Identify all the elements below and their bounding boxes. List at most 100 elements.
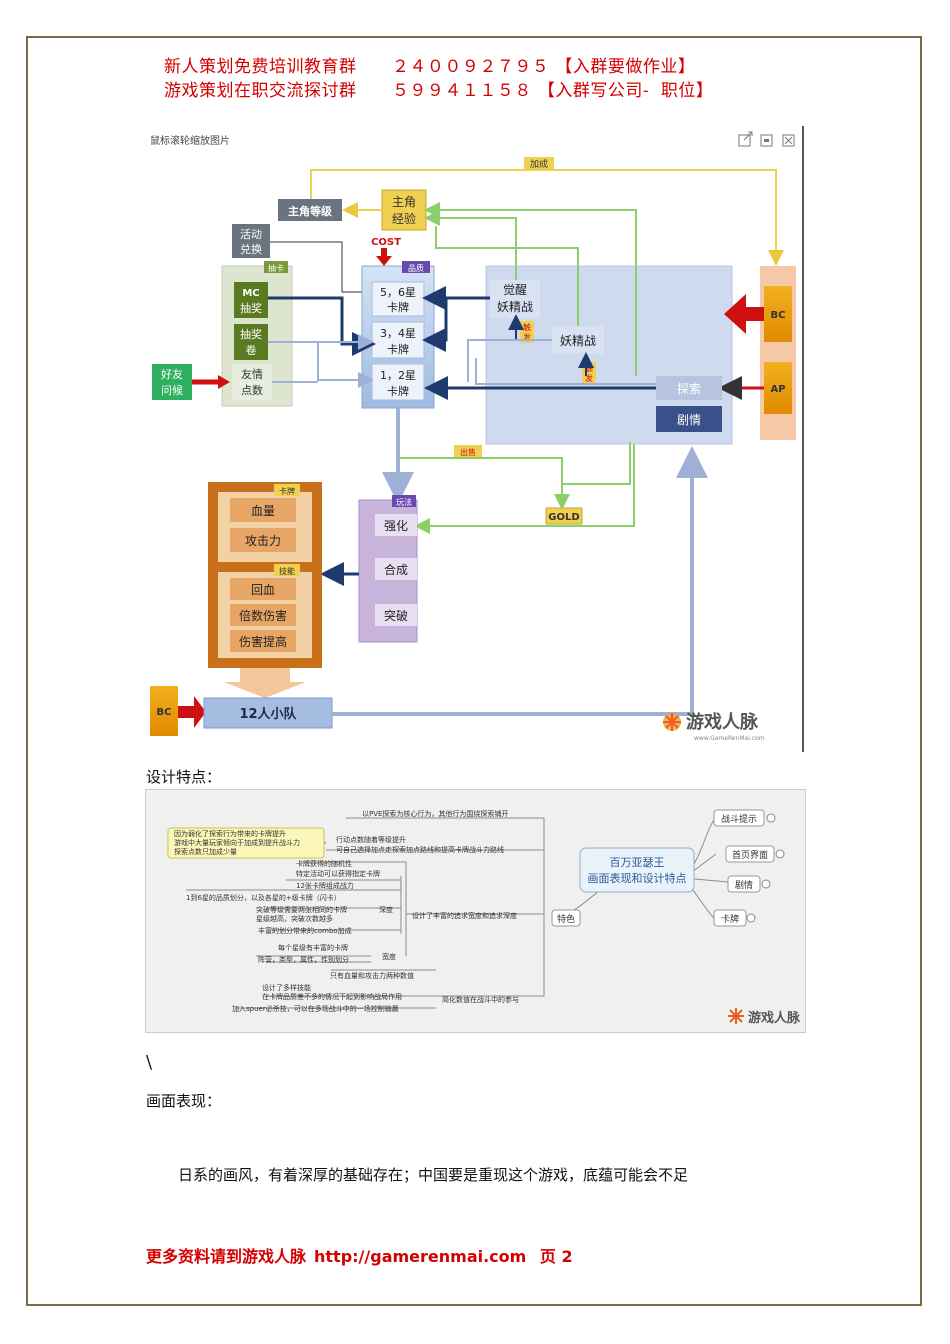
card-to-team-arrow xyxy=(224,668,306,698)
draw-ticket-box xyxy=(234,324,268,360)
story-label: 剧情 xyxy=(677,413,701,427)
dmg-up-box xyxy=(230,630,296,652)
node-battle-tips[interactable] xyxy=(713,809,765,827)
watermark-text: 游戏人脉 xyxy=(686,711,759,733)
friend-greet-label-2: 问候 xyxy=(161,383,183,397)
bc2-box xyxy=(150,686,178,736)
explore-box xyxy=(656,376,722,400)
friend-greet-label-1: 好友 xyxy=(161,367,183,381)
branch-pve-core: 以PVE探索为核心行为，其他行为围绕探索铺开 xyxy=(362,809,508,818)
friend-greet-box xyxy=(152,364,192,400)
group-number-training: ２４００９２７９５ xyxy=(391,57,550,77)
watermark-url: www.GameRenMai.com xyxy=(694,735,765,742)
hp-box xyxy=(230,498,296,522)
body-paragraph: 日系的画风，有着深厚的基础存在；中国要是重现这个游戏，底蕴可能会不足 xyxy=(178,1166,689,1184)
activity-label-2: 兑换 xyxy=(240,242,262,256)
node-home-screen[interactable] xyxy=(725,845,775,863)
watermark-logo-icon xyxy=(663,713,681,731)
gacha-tag xyxy=(264,261,288,273)
gold-label: GOLD xyxy=(548,512,579,523)
card-tag xyxy=(274,484,300,496)
hp-label: 血量 xyxy=(251,504,275,518)
star-56-box xyxy=(371,281,425,317)
branch-ap-level: 行动点数随着等级提升 xyxy=(336,835,406,844)
window-title: 鼠标滚轮缩放图片 xyxy=(150,134,230,147)
skill-tag-label: 技能 xyxy=(279,566,295,576)
center-node-label-1: 百万亚瑟王 xyxy=(610,856,665,869)
system-diagram: 鼠标滚轮缩放图片 加成 BC AP 主角等级 主角 经验 COST 活动 兑换 … xyxy=(146,126,806,752)
node-cards[interactable] xyxy=(713,909,747,927)
note-line-3: 探索点数只加成少量 xyxy=(174,847,237,856)
group-name-training: 新人策划免费培训教育群 xyxy=(164,57,357,77)
depth-event-cards: 特定活动可以获得指定卡牌 xyxy=(296,869,380,878)
expand-icon[interactable] xyxy=(775,849,785,859)
popout-icon[interactable] xyxy=(738,131,753,147)
ticket-arrow xyxy=(268,341,374,388)
star-56-label-2: 卡牌 xyxy=(387,300,409,314)
expand-icon[interactable] xyxy=(766,813,776,823)
explore-label: 探索 xyxy=(677,382,701,396)
node-feature[interactable] xyxy=(551,909,581,927)
depth-breakthrough: 突破等级需要两张相同的卡牌 xyxy=(256,905,347,914)
awaken-label-2: 妖精战 xyxy=(497,300,533,314)
footer-link[interactable]: http://gamerenmai.com xyxy=(314,1247,527,1266)
simplify-super-skill: 加入spuer必杀技，可以在多场战斗中的一场控制输赢 xyxy=(232,1004,399,1013)
group-note-discussion: 【入群写公司- 职位】 xyxy=(537,81,714,101)
card-tag-label: 卡牌 xyxy=(279,486,295,496)
group-note-training: 【入群要做作业】 xyxy=(555,57,696,77)
node-home-screen-label: 首页界面 xyxy=(732,849,768,861)
simplify-skill-effect: 在卡牌品质差不多的情况下起到影响战局作用 xyxy=(262,992,402,1001)
bonus-tag-label: 加成 xyxy=(530,158,548,170)
width-many-cards: 每个星级有丰富的卡牌 xyxy=(278,943,348,952)
trigger-1-label-b: 发 xyxy=(523,332,531,342)
heal-label: 回血 xyxy=(251,583,275,597)
multi-dmg-label: 倍数伤害 xyxy=(239,608,287,623)
enhance-label: 强化 xyxy=(384,519,408,533)
skill-tag xyxy=(274,564,300,576)
ap-resource xyxy=(764,362,792,414)
gacha-tag-label: 抽卡 xyxy=(268,263,284,273)
attack-box xyxy=(230,528,296,552)
star-12-label-1: 1，2星 xyxy=(380,369,416,382)
mc-arrow xyxy=(268,296,376,356)
group-name-discussion: 游戏策划在职交流探讨群 xyxy=(164,81,357,101)
mindmap-watermark-text: 游戏人脉 xyxy=(748,1010,801,1026)
note-line-2: 游戏中大量玩家倾向于加成到提升战斗力 xyxy=(174,838,300,847)
trigger-1-label-a: 触 xyxy=(523,322,531,332)
mc-draw-box xyxy=(234,282,268,318)
friend-points-box xyxy=(232,364,272,400)
node-width: 宽度 xyxy=(382,952,396,961)
header-line-1: 新人策划免费培训教育群 ２４００９２７９５ 【入群要做作业】 xyxy=(164,52,695,77)
branch-simplify: 简化数值在战斗中的参与 xyxy=(442,995,519,1004)
mc-label-1: MC xyxy=(242,288,259,299)
center-node[interactable] xyxy=(579,847,695,893)
activity-exchange-box xyxy=(232,224,270,258)
expand-icon[interactable] xyxy=(761,879,771,889)
depth-combo: 丰富的划分带来的combo加成 xyxy=(258,926,352,935)
visual-heading: 画面表现： xyxy=(146,1092,222,1110)
gold-to-enhance-arrow xyxy=(414,444,635,534)
explore-lightblue-arrow xyxy=(475,358,656,385)
team-to-story-arrow xyxy=(332,446,708,716)
depth-star-limit: 星级越高，突破次数越多 xyxy=(256,914,333,923)
trigger-2-label-a: 触 xyxy=(585,363,593,373)
note-line-1: 因为弱化了探索行为带来的卡牌提升 xyxy=(174,829,286,838)
mc-label-2: 抽奖 xyxy=(240,301,262,315)
explore-exp-arrow xyxy=(424,202,637,376)
team-label: 12人小队 xyxy=(239,706,297,722)
star-34-label-2: 卡牌 xyxy=(387,342,409,356)
breakthrough-box xyxy=(375,604,417,626)
ap-label: AP xyxy=(770,384,785,395)
footer-text: 更多资料请到游戏人脉 xyxy=(146,1247,307,1266)
player-level-box xyxy=(278,199,342,221)
cost-label: COST xyxy=(371,237,401,248)
width-attributes: 阵营，类型，属性，性别划分 xyxy=(258,955,349,964)
minimize-icon[interactable] xyxy=(760,134,773,147)
node-story[interactable] xyxy=(727,875,761,893)
expand-icon[interactable] xyxy=(746,913,756,923)
close-icon[interactable] xyxy=(782,134,795,147)
ticket-label-1: 抽奖 xyxy=(240,327,262,341)
dmg-up-label: 伤害提高 xyxy=(239,634,287,649)
bc2-red-arrow-head xyxy=(194,696,206,728)
